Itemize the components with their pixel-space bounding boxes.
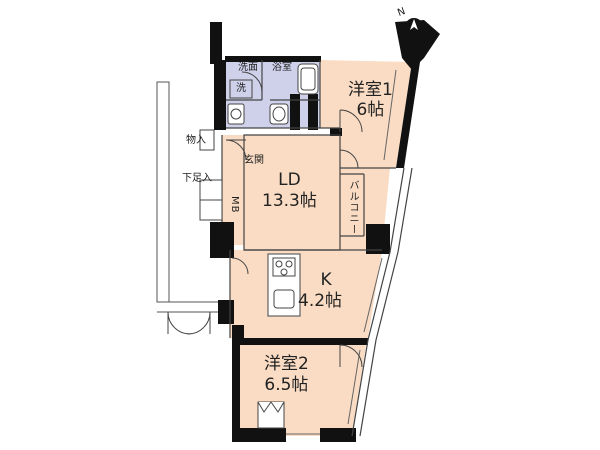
room-kitchen-size: 4.2帖: [298, 291, 343, 311]
bath-fixtures: [227, 63, 319, 125]
room-kitchen-label: K 4.2帖: [298, 270, 342, 310]
washroom-label: 洗面: [238, 62, 258, 73]
room-western-2-label: 洋室2 6.5帖: [264, 356, 309, 394]
room-ld-size: 13.3帖: [262, 191, 317, 211]
doors: [167, 71, 363, 368]
room-ld-label: LD 13.3帖: [262, 172, 317, 210]
walls: [210, 20, 440, 442]
storage-label: 物入: [186, 135, 206, 146]
room-western-2-size: 6.5帖: [264, 375, 309, 395]
mb-label: MB: [229, 196, 240, 214]
kitchen-counter: [267, 253, 301, 317]
balcony-label: バルコニー: [347, 180, 358, 235]
bathroom-label: 浴室: [272, 62, 292, 73]
washer-label: 洗: [236, 83, 246, 94]
room-western-2-name: 洋室2: [264, 354, 309, 374]
north-compass-icon: [405, 18, 423, 36]
room-ld-name: LD: [278, 170, 301, 190]
entrance-label: 玄関: [244, 155, 264, 166]
room-kitchen-name: K: [320, 270, 332, 290]
room-western-1-fill: [320, 60, 412, 168]
entrance-fill: [222, 135, 244, 245]
room-western-1-size: 6帖: [356, 100, 385, 120]
windows: [286, 69, 397, 435]
shoe-storage-label: 下足入: [182, 173, 212, 184]
room-western-1-label: 洋室1 6帖: [348, 82, 393, 119]
outlines: [221, 60, 413, 437]
closets: [199, 129, 285, 429]
room-ld-fill: [244, 135, 390, 250]
room-western-1-name: 洋室1: [348, 80, 393, 100]
